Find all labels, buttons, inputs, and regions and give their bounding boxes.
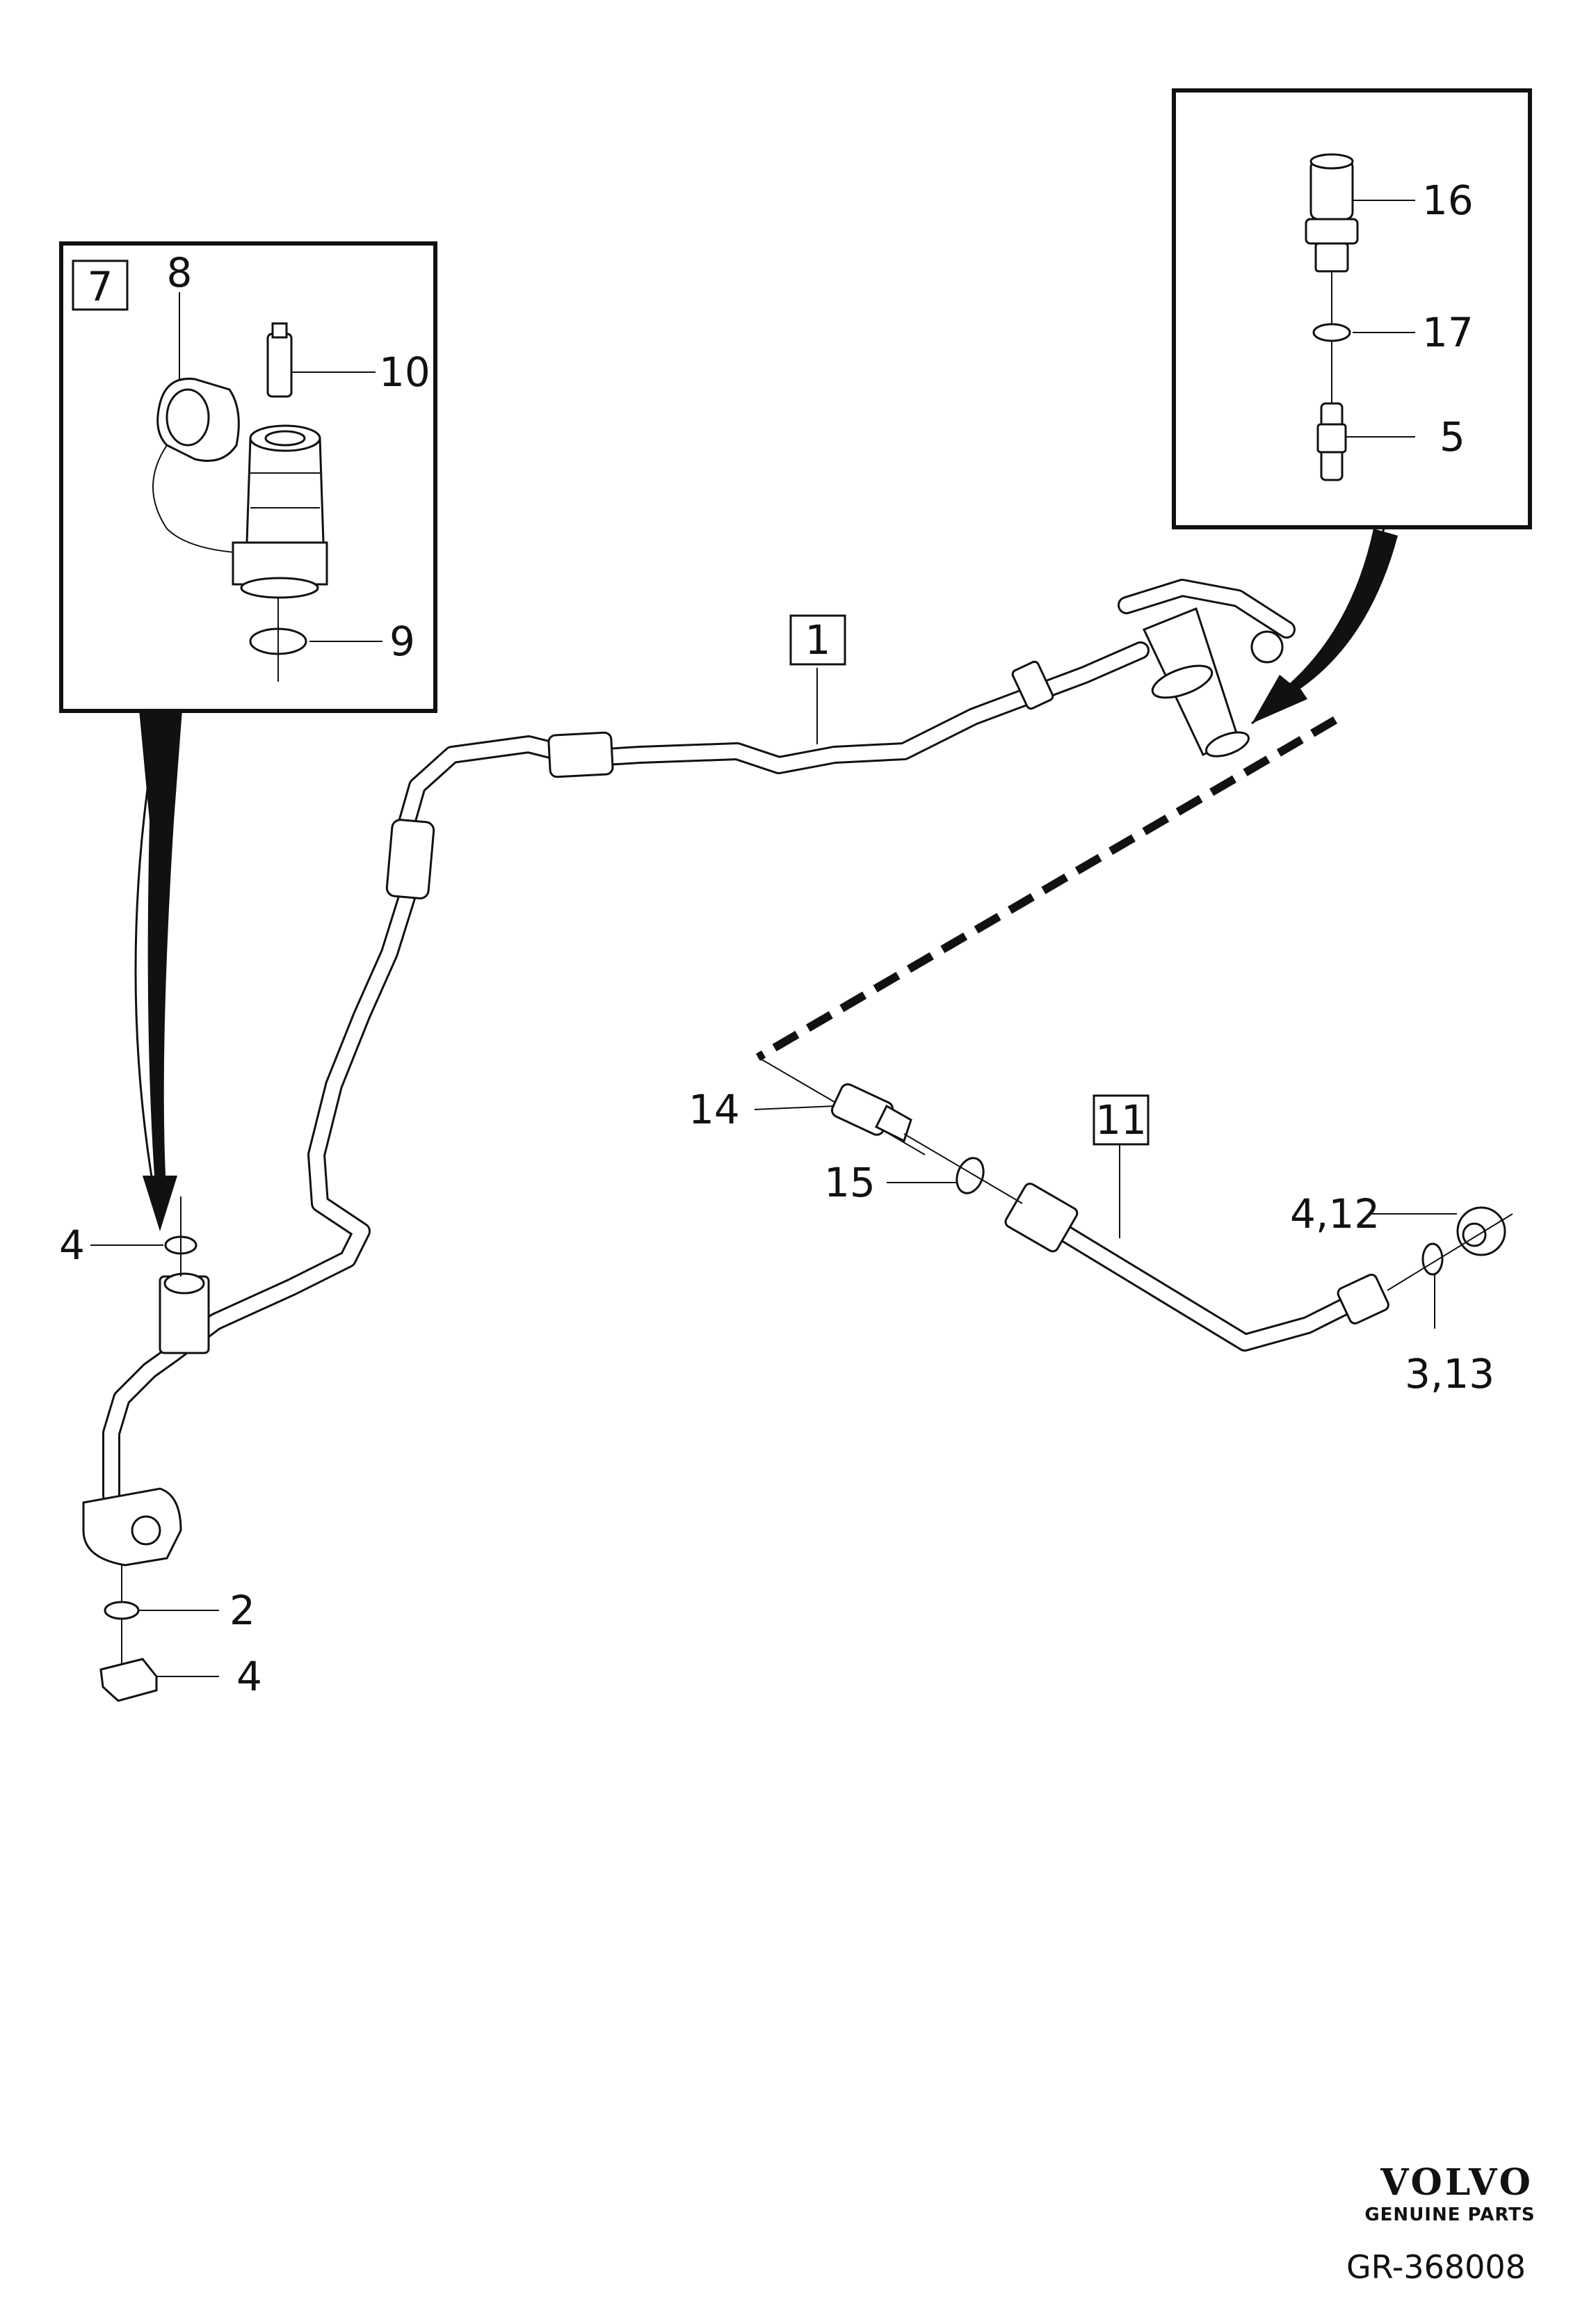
callout-16: 16 xyxy=(1422,177,1474,224)
nut xyxy=(1250,630,1284,664)
callout-box-1 xyxy=(789,614,846,666)
callout-4-12: 4,12 xyxy=(1290,1190,1380,1238)
service-port xyxy=(245,437,325,544)
o-ring-17 xyxy=(1312,323,1351,342)
callout-9: 9 xyxy=(389,618,415,665)
callout-5: 5 xyxy=(1440,413,1465,461)
dashed-connection xyxy=(755,716,1338,1062)
o-ring-3-13 xyxy=(1421,1242,1444,1276)
callout-8: 8 xyxy=(167,249,193,296)
callout-14: 14 xyxy=(688,1086,740,1133)
callout-4-bottom: 4 xyxy=(236,1653,262,1700)
callout-15: 15 xyxy=(824,1159,876,1206)
callout-11: 11 xyxy=(1095,1096,1147,1144)
callout-box-7 xyxy=(72,259,129,311)
callout-4-top: 4 xyxy=(59,1222,85,1269)
callout-box-11 xyxy=(1093,1094,1150,1146)
inset-box-sensor xyxy=(1172,88,1532,529)
pipe-11 xyxy=(1004,1183,1389,1352)
brand-logo: VOLVO xyxy=(1380,2161,1533,2204)
callout-10: 10 xyxy=(379,349,430,396)
figure-code: GR-368008 xyxy=(1346,2248,1526,2286)
clip xyxy=(1011,660,1054,710)
hose-sleeve xyxy=(385,819,435,899)
callout-3-13: 3,13 xyxy=(1405,1350,1494,1398)
fitting xyxy=(1004,1183,1079,1253)
o-ring-15 xyxy=(956,1157,985,1194)
o-ring-2 xyxy=(104,1601,140,1620)
pipe-1 xyxy=(82,579,1296,1567)
valve-core-14 xyxy=(754,1083,912,1143)
hose-sleeve xyxy=(547,731,614,778)
valve-10 xyxy=(266,333,293,398)
fitting xyxy=(1337,1273,1389,1324)
callout-2: 2 xyxy=(229,1587,255,1634)
nut-4 xyxy=(99,1658,158,1702)
inset-box-7 xyxy=(59,241,437,713)
callout-7: 7 xyxy=(88,263,113,310)
callout-1: 1 xyxy=(805,616,831,664)
callout-17: 17 xyxy=(1422,309,1474,356)
brand-subtitle: GENUINE PARTS xyxy=(1364,2204,1535,2225)
